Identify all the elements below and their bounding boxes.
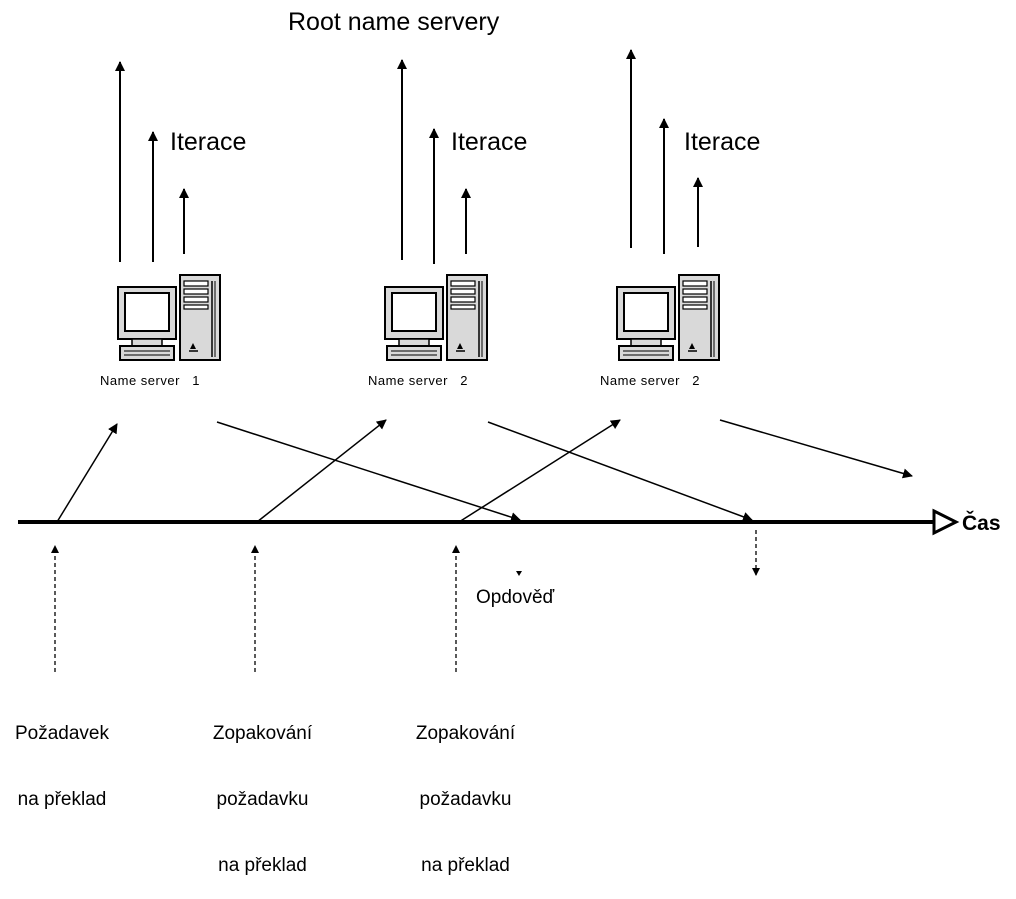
name-server-label-3: Name server 2 bbox=[600, 373, 700, 388]
name-server-2-computer-icon bbox=[384, 274, 488, 361]
name-server-3-computer-icon bbox=[616, 274, 720, 361]
name-server-label-1: Name server 1 bbox=[100, 373, 200, 388]
dashed-event-markers bbox=[51, 530, 760, 672]
name-server-1-computer-icon bbox=[117, 274, 221, 361]
response-label: Opdověď bbox=[476, 587, 555, 608]
iteration-label-1: Iterace bbox=[170, 128, 247, 156]
dns-iteration-diagram: Root name servery Iterace Iterace Iterac… bbox=[15, 8, 1001, 876]
time-axis-label: Čas bbox=[962, 512, 1001, 535]
iteration-label-3: Iterace bbox=[684, 128, 761, 156]
time-axis bbox=[18, 508, 960, 536]
response-arrows bbox=[216, 419, 913, 522]
diagram-canvas bbox=[18, 49, 960, 672]
request-arrows bbox=[56, 419, 621, 523]
root-name-servers-label: Root name servery bbox=[288, 8, 500, 36]
iteration-label-2: Iterace bbox=[451, 128, 528, 156]
retry-label-1: Zopakování požadavku na překlad bbox=[212, 723, 313, 876]
request-label: Požadavek na překlad bbox=[14, 723, 109, 810]
name-server-label-2: Name server 2 bbox=[368, 373, 468, 388]
iteration-arrows-3 bbox=[626, 49, 703, 254]
iteration-arrows-1 bbox=[115, 61, 189, 262]
retry-label-2: Zopakování požadavku na překlad bbox=[415, 723, 516, 876]
iteration-arrows-2 bbox=[397, 59, 471, 264]
